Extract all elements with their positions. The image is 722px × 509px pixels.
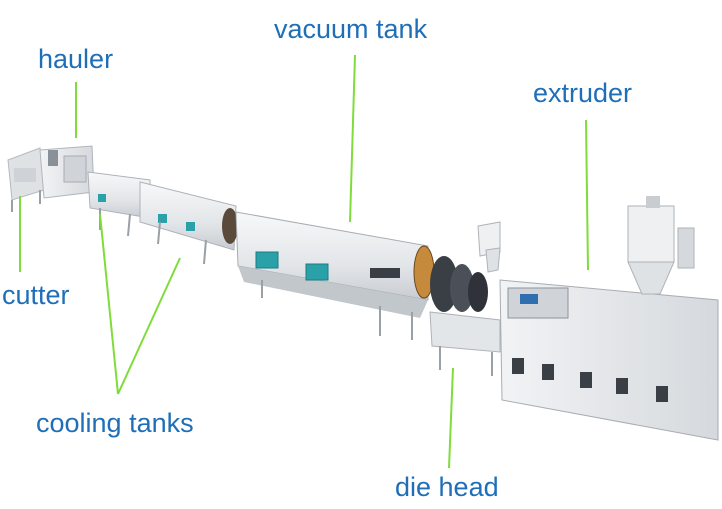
label-extruder: extruder — [533, 78, 633, 108]
leader-extruder — [585, 119, 589, 271]
cutter-unit — [7, 147, 45, 212]
leader-cooling-1 — [99, 213, 119, 395]
leader-lines — [19, 54, 589, 469]
vacuum-tank-unit — [235, 211, 435, 340]
die-head-unit — [429, 221, 501, 376]
leader-vacuum-tank — [349, 54, 356, 223]
label-cutter: cutter — [2, 280, 70, 310]
label-vacuum-tank: vacuum tank — [274, 14, 428, 44]
leader-cooling-2 — [117, 257, 181, 395]
hauler-unit — [39, 145, 95, 199]
label-die-head: die head — [395, 472, 499, 502]
label-hauler: hauler — [38, 44, 114, 74]
extruder-unit — [499, 196, 719, 441]
leader-die-head — [448, 367, 454, 469]
label-cooling-tanks: cooling tanks — [36, 408, 194, 438]
cooling-tank-2 — [139, 181, 238, 265]
